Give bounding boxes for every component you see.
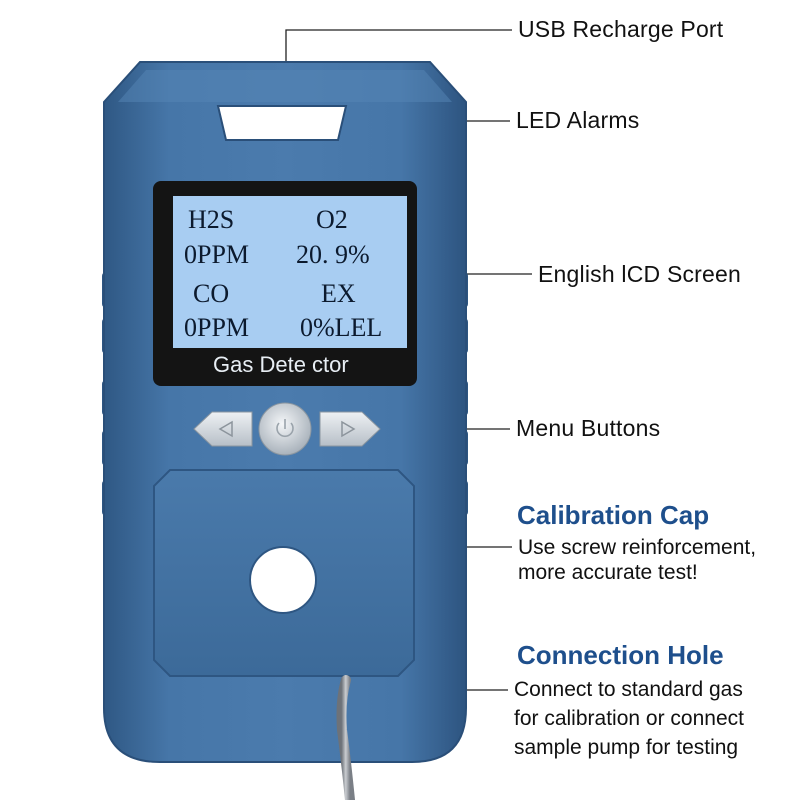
usb-callout-line (285, 29, 512, 62)
lcd-value-co: 0PPM (184, 313, 250, 342)
gas-tube (336, 675, 355, 800)
led-alarm-window (216, 105, 348, 141)
lcd-label-h2s: H2S (188, 205, 235, 234)
device-top-ridge (118, 70, 452, 102)
power-icon (276, 419, 294, 438)
connection-desc-line-1: Connect to standard gas (514, 678, 743, 701)
lcd-value-ex: 0%LEL (300, 313, 383, 342)
connection-hole (249, 546, 317, 614)
calibration-desc-line-1: Use screw reinforcement, (518, 536, 757, 559)
lcd-screen (173, 196, 407, 348)
right-arrow-icon (341, 420, 356, 438)
lcd-value-o2: 20. 9% (296, 240, 370, 269)
menu-buttons-label: Menu Buttons (516, 415, 661, 441)
connection-hole-heading: Connection Hole (517, 640, 724, 670)
calibration-cap-heading: Calibration Cap (517, 500, 710, 530)
usb-recharge-port-label: USB Recharge Port (518, 16, 724, 42)
led-alarms-label: LED Alarms (516, 107, 640, 133)
right-menu-button[interactable] (319, 411, 381, 447)
connection-desc-line-2: for calibration or connect (514, 707, 744, 730)
lcd-value-h2s: 0PPM (184, 240, 250, 269)
connection-desc-line-3: sample pump for testing (514, 736, 739, 759)
lcd-label-ex: EX (321, 279, 356, 308)
device-brand-label: Gas Dete ctor (213, 352, 349, 377)
lcd-label-o2: O2 (316, 205, 348, 234)
calibration-desc-line-2: more accurate test! (518, 561, 698, 584)
left-menu-button[interactable] (193, 411, 253, 447)
lcd-label-co: CO (193, 279, 230, 308)
left-arrow-icon (218, 420, 233, 438)
lcd-screen-label: English lCD Screen (538, 261, 742, 287)
